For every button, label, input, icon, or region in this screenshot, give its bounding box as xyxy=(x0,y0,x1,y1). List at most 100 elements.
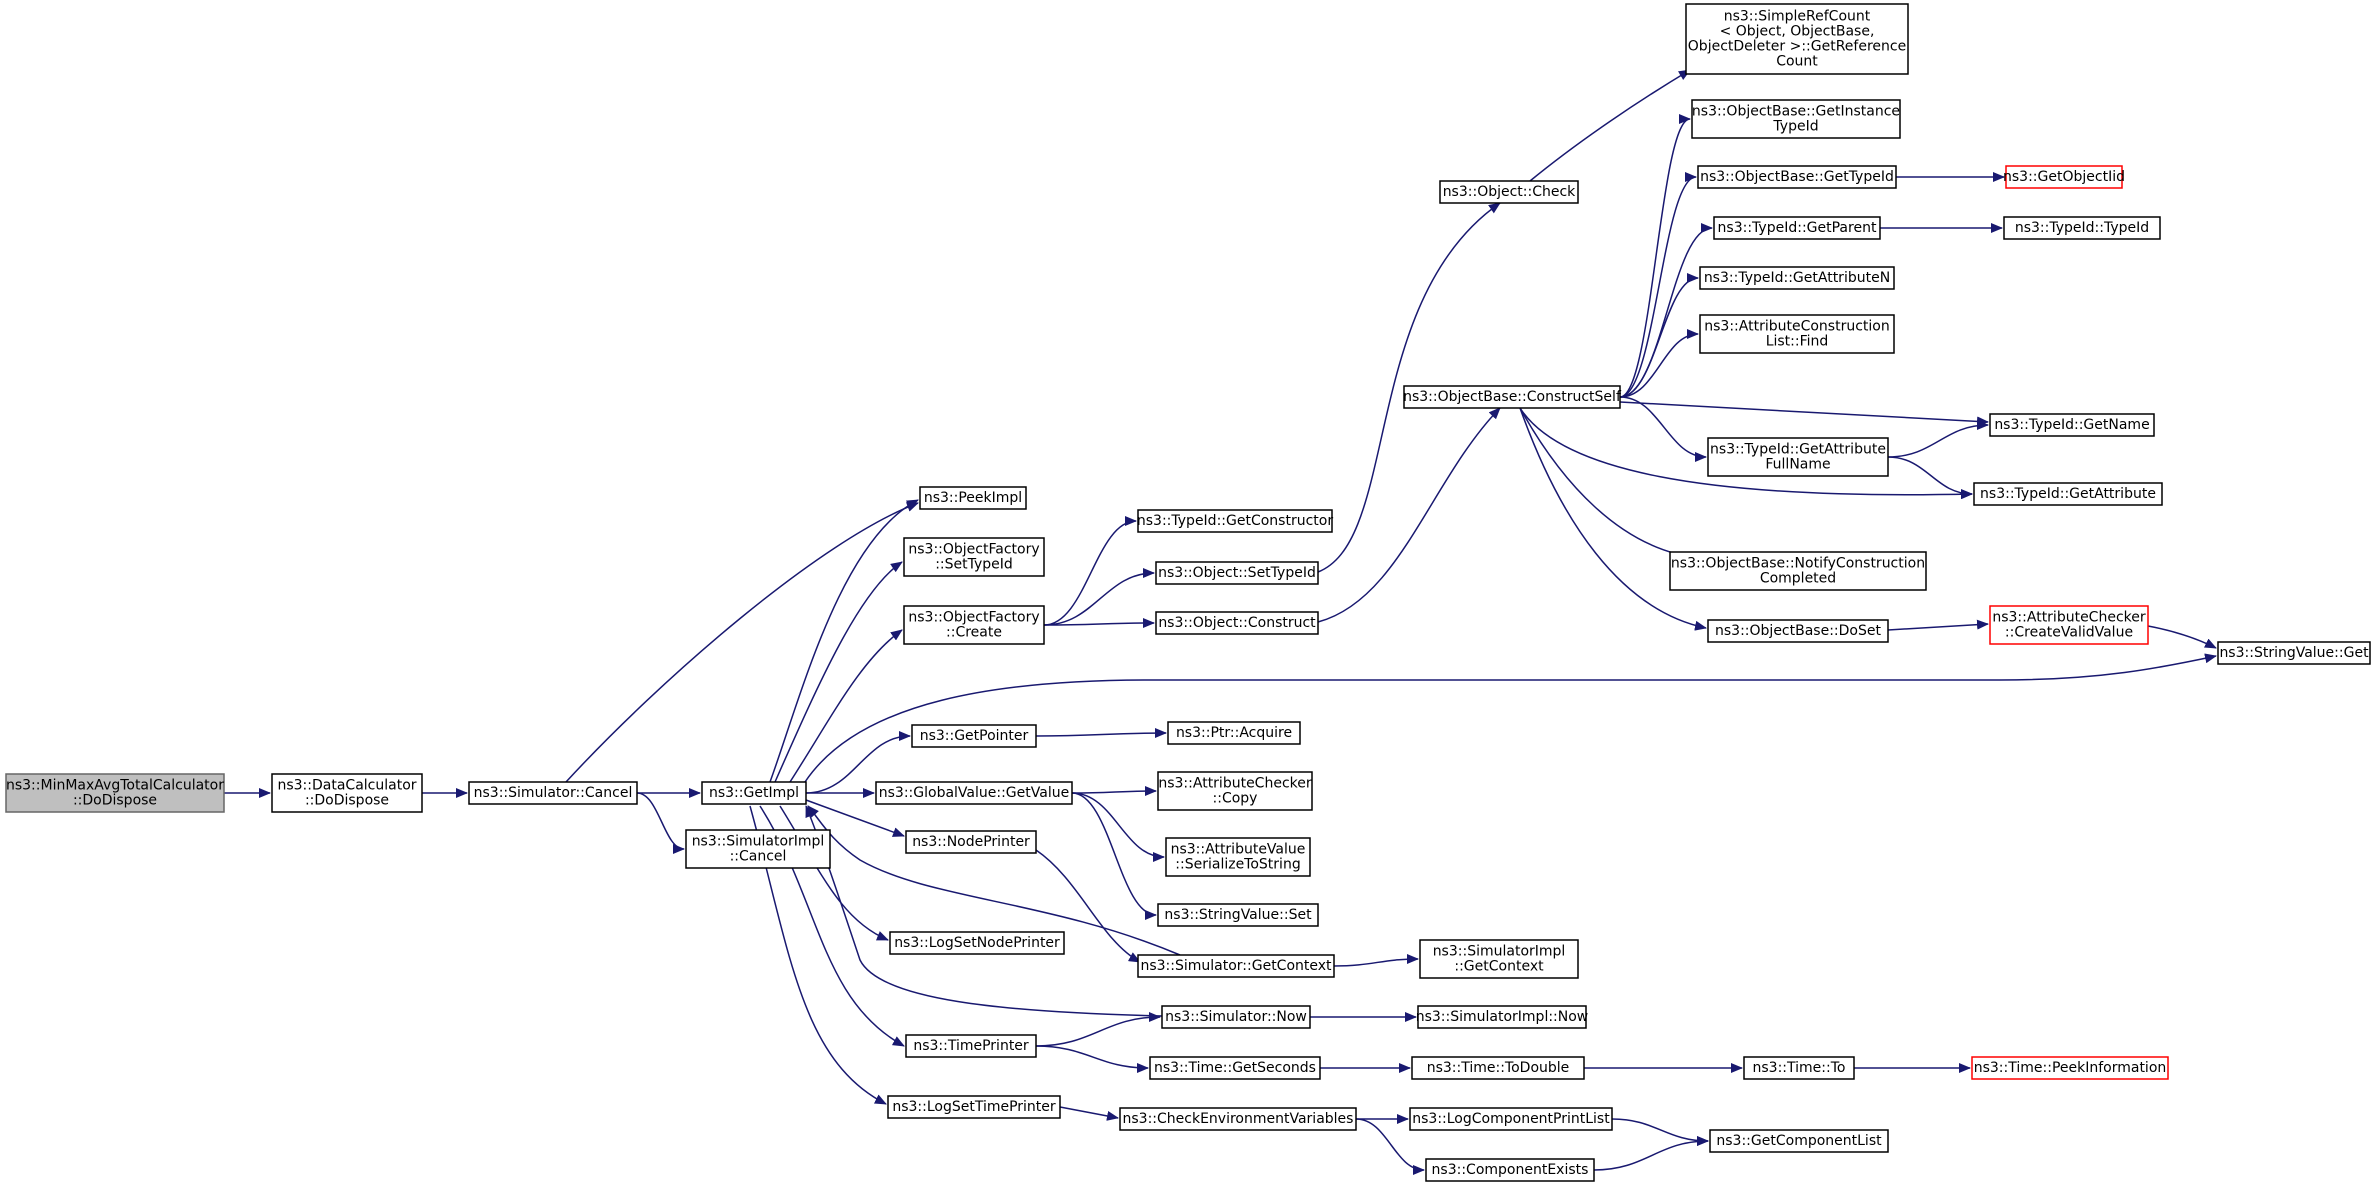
node-logsettimeprinter[interactable]: ns3::LogSetTimePrinter xyxy=(887,1095,1061,1119)
node-ofsettypeid[interactable]: ns3::ObjectFactory::SetTypeId xyxy=(903,537,1045,577)
node-box xyxy=(903,537,1045,577)
edge-obconstructself-to-tidgetattribute xyxy=(1519,407,1973,500)
node-objsettypeid[interactable]: ns3::Object::SetTypeId xyxy=(1155,561,1319,585)
node-timeto[interactable]: ns3::Time::To xyxy=(1743,1056,1855,1080)
node-timepeekinfo[interactable]: ns3::Time::PeekInformation xyxy=(1971,1056,2169,1080)
node-tidgetattrn[interactable]: ns3::TypeId::GetAttributeN xyxy=(1699,266,1895,290)
node-getimpl[interactable]: ns3::GetImpl xyxy=(701,781,807,805)
node-avserialize[interactable]: ns3::AttributeValue::SerializeToString xyxy=(1165,837,1311,877)
node-box xyxy=(1161,1005,1311,1029)
node-label: ns3::TypeId::GetAttribute xyxy=(1710,442,1886,458)
node-ptracquire[interactable]: ns3::Ptr::Acquire xyxy=(1167,721,1301,745)
node-accreatevalid[interactable]: ns3::AttributeChecker::CreateValidValue xyxy=(1989,605,2149,645)
node-checkenv[interactable]: ns3::CheckEnvironmentVariables xyxy=(1119,1107,1357,1131)
node-minmax[interactable]: ns3::MinMaxAvgTotalCalculator::DoDispose xyxy=(5,773,225,813)
node-label: ns3::GlobalValue::GetValue xyxy=(879,785,1069,801)
node-simimplcancel[interactable]: ns3::SimulatorImpl::Cancel xyxy=(685,829,831,869)
node-simimplgetcontext[interactable]: ns3::SimulatorImpl::GetContext xyxy=(1419,939,1579,979)
node-label: ns3::SimulatorImpl xyxy=(692,834,825,850)
edge-obconstructself-to-obgetinstancetypeid xyxy=(1619,114,1691,398)
node-tidgetname[interactable]: ns3::TypeId::GetName xyxy=(1989,413,2155,437)
node-timetodouble[interactable]: ns3::Time::ToDouble xyxy=(1411,1056,1585,1080)
node-ofcreate[interactable]: ns3::ObjectFactory::Create xyxy=(903,605,1045,645)
node-label: ns3::Simulator::Now xyxy=(1165,1009,1307,1025)
edge-obconstructself-to-obgettypeid xyxy=(1619,172,1697,398)
node-obdoset[interactable]: ns3::ObjectBase::DoSet xyxy=(1707,619,1889,643)
edge-ofcreate-to-tidgetconstructor xyxy=(1043,516,1137,626)
node-obgettypeid[interactable]: ns3::ObjectBase::GetTypeId xyxy=(1697,165,1897,189)
node-box xyxy=(1709,1129,1889,1153)
node-datacalc[interactable]: ns3::DataCalculator::DoDispose xyxy=(271,773,423,813)
node-obnotify[interactable]: ns3::ObjectBase::NotifyConstructionCompl… xyxy=(1669,551,1927,591)
node-getobjectiid[interactable]: ns3::GetObjectIid xyxy=(2003,165,2125,189)
node-box xyxy=(1697,165,1897,189)
node-label: ns3::Time::ToDouble xyxy=(1427,1060,1570,1076)
node-box xyxy=(887,1095,1061,1119)
node-svset[interactable]: ns3::StringValue::Set xyxy=(1157,903,1319,927)
node-objcheck[interactable]: ns3::Object::Check xyxy=(1439,180,1579,204)
node-tidgetparent[interactable]: ns3::TypeId::GetParent xyxy=(1713,216,1881,240)
node-box xyxy=(1685,3,1909,75)
node-label: ns3::GetPointer xyxy=(920,728,1029,744)
node-label: ns3::TypeId::GetConstructor xyxy=(1137,513,1333,529)
node-simcancel[interactable]: ns3::Simulator::Cancel xyxy=(468,781,638,805)
node-label: ns3::AttributeConstruction xyxy=(1704,319,1889,335)
node-box xyxy=(1989,413,2155,437)
node-simgetcontext[interactable]: ns3::Simulator::GetContext xyxy=(1137,954,1335,978)
edge-obconstructself-to-obnotify xyxy=(1519,407,1701,562)
node-simnow[interactable]: ns3::Simulator::Now xyxy=(1161,1005,1311,1029)
node-compexists[interactable]: ns3::ComponentExists xyxy=(1425,1158,1595,1182)
node-nodeprinter[interactable]: ns3::NodePrinter xyxy=(905,830,1037,854)
node-peekimpl[interactable]: ns3::PeekImpl xyxy=(919,486,1027,510)
edge-objcheck-to-srcgetref xyxy=(1529,69,1691,182)
edge-checkenv-to-compexists xyxy=(1355,1118,1425,1175)
node-timeprinter[interactable]: ns3::TimePrinter xyxy=(905,1034,1037,1058)
edge-obconstructself-to-tidgetname xyxy=(1619,401,1989,427)
node-box xyxy=(1409,1107,1613,1131)
node-getpointer[interactable]: ns3::GetPointer xyxy=(911,724,1037,748)
node-objconstruct[interactable]: ns3::Object::Construct xyxy=(1155,611,1319,635)
node-box xyxy=(2005,165,2123,189)
node-box xyxy=(1119,1107,1357,1131)
node-simimplnow[interactable]: ns3::SimulatorImpl::Now xyxy=(1416,1005,1589,1029)
node-label: ns3::TypeId::GetName xyxy=(1994,417,2149,433)
edge-getimpl-to-svget xyxy=(804,653,2217,783)
edge-getimpl-to-ofsettypeid xyxy=(774,561,903,783)
node-box xyxy=(1403,385,1621,409)
node-tidgetattribute[interactable]: ns3::TypeId::GetAttribute xyxy=(1973,482,2163,506)
node-timegetseconds[interactable]: ns3::Time::GetSeconds xyxy=(1149,1056,1321,1080)
node-label: ns3::ObjectBase::DoSet xyxy=(1715,623,1881,639)
node-label: ns3::Ptr::Acquire xyxy=(1176,725,1292,741)
node-getcomplist[interactable]: ns3::GetComponentList xyxy=(1709,1129,1889,1153)
node-tidtypeid[interactable]: ns3::TypeId::TypeId xyxy=(2003,216,2161,240)
node-label: ns3::Simulator::Cancel xyxy=(474,785,633,801)
node-gvgetvalue[interactable]: ns3::GlobalValue::GetValue xyxy=(875,781,1073,805)
node-label: ::DoDispose xyxy=(73,793,157,809)
node-box xyxy=(271,773,423,813)
node-logcompprintlist[interactable]: ns3::LogComponentPrintList xyxy=(1409,1107,1613,1131)
node-box xyxy=(875,781,1073,805)
node-label: ns3::ObjectFactory xyxy=(908,610,1039,626)
node-svget[interactable]: ns3::StringValue::Get xyxy=(2217,641,2371,665)
node-tidgetconstructor[interactable]: ns3::TypeId::GetConstructor xyxy=(1137,509,1333,533)
node-label: ::Cancel xyxy=(730,849,787,865)
node-label: FullName xyxy=(1765,457,1830,473)
node-accopy[interactable]: ns3::AttributeChecker::Copy xyxy=(1157,771,1313,811)
node-box xyxy=(1973,482,2163,506)
node-obconstructself[interactable]: ns3::ObjectBase::ConstructSelf xyxy=(1403,385,1622,409)
node-label: < Object, ObjectBase, xyxy=(1720,24,1875,40)
node-label: ns3::ComponentExists xyxy=(1432,1162,1589,1178)
node-label: ns3::Object::Check xyxy=(1443,184,1576,200)
node-srcgetref[interactable]: ns3::SimpleRefCount< Object, ObjectBase,… xyxy=(1685,3,1909,75)
edge-ofcreate-to-objsettypeid xyxy=(1043,568,1155,626)
edge-obdoset-to-accreatevalid xyxy=(1887,619,1989,631)
node-label: ns3::TypeId::GetParent xyxy=(1718,220,1877,236)
node-box xyxy=(1713,216,1881,240)
node-box xyxy=(2217,641,2371,665)
node-logsetnodeprinter[interactable]: ns3::LogSetNodePrinter xyxy=(889,931,1065,955)
node-label: ns3::TypeId::GetAttribute xyxy=(1980,486,2156,502)
node-label: ns3::AttributeChecker xyxy=(1158,776,1312,792)
